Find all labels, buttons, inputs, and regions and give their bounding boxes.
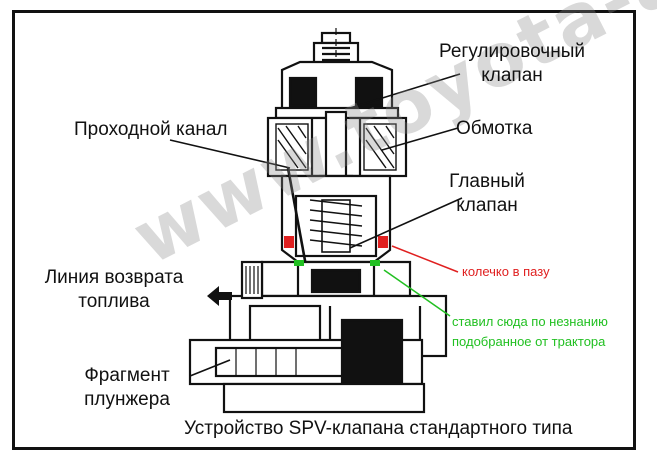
main-valve-spring (309, 199, 363, 253)
note-ring-in-groove: колечко в пазу (462, 264, 550, 279)
fuel-return-port (240, 260, 264, 300)
green-note-pointer (383, 269, 451, 317)
label-fuel-return-line1: Линия возврата (44, 267, 184, 288)
note-tractor-ring: ставил сюда по незнанию подобранное от т… (452, 312, 608, 352)
label-main-valve-line1: Главный (449, 171, 525, 192)
green-ring-markers (294, 260, 380, 266)
diagram-caption: Устройство SPV-клапана стандартного типа (184, 418, 573, 439)
fuel-return-arrow (207, 286, 232, 306)
label-adjusting-valve-line1: Регулировочный (439, 41, 585, 62)
red-ring-markers (284, 236, 388, 248)
label-main-valve-line2: клапан (456, 195, 518, 216)
label-plunger-line1: Фрагмент (84, 365, 170, 386)
red-note-pointer (391, 245, 459, 273)
label-adjusting-valve: Регулировочный клапан (418, 40, 606, 88)
label-fuel-return: Линия возврата топлива (24, 266, 204, 314)
label-plunger-line2: плунжера (84, 389, 170, 410)
label-adjusting-valve-line2: клапан (481, 65, 543, 86)
label-main-valve: Главный клапан (432, 170, 542, 218)
label-passage: Проходной канал (74, 119, 228, 140)
diagram-frame (12, 10, 636, 450)
note-tractor-line1: ставил сюда по незнанию (452, 314, 608, 329)
passage-channel-line (286, 167, 308, 267)
label-fuel-return-line2: топлива (78, 291, 150, 312)
label-plunger: Фрагмент плунжера (74, 364, 180, 412)
note-tractor-line2: подобранное от трактора (452, 334, 606, 349)
label-coil: Обмотка (456, 118, 533, 139)
plunger-fragment (188, 318, 426, 414)
leader-lines (169, 73, 463, 377)
